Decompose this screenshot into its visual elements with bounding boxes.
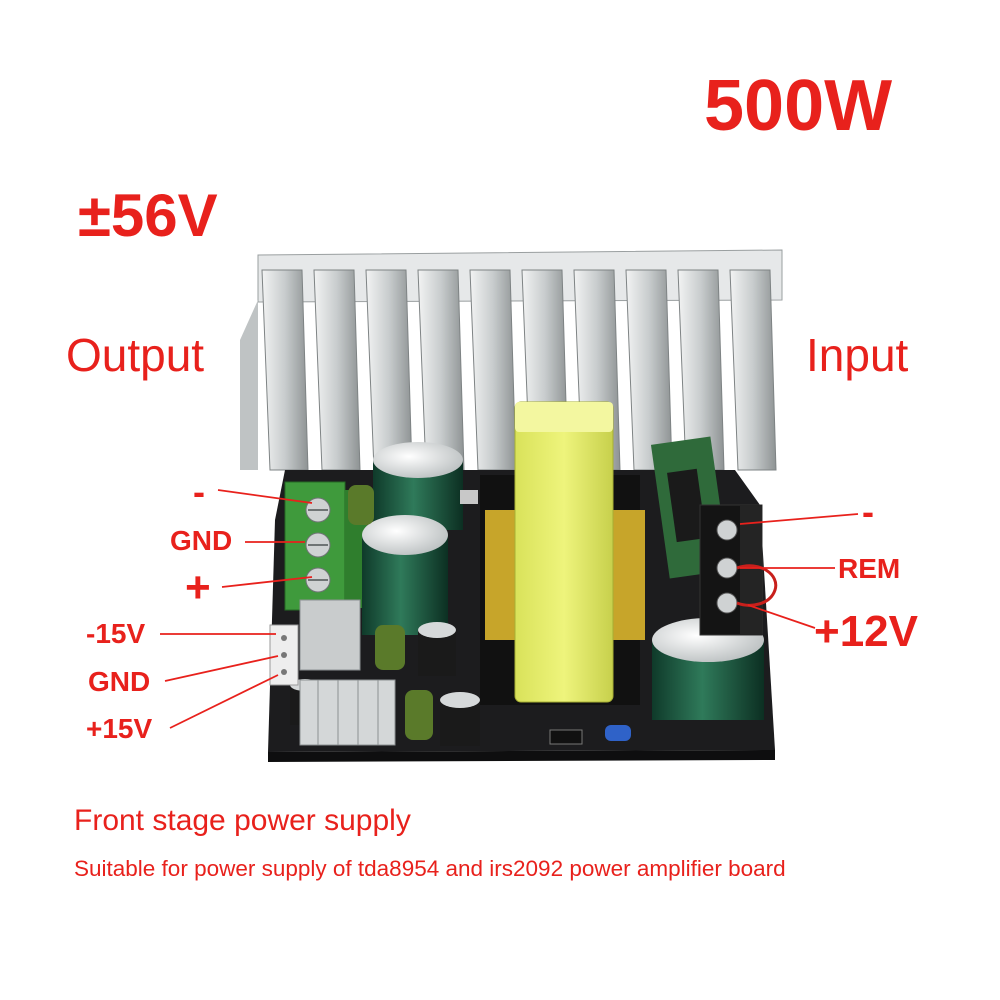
input-heading: Input [806,329,909,381]
smd-diode [549,729,583,745]
transformer [480,401,645,705]
heatsink-fin [261,269,309,471]
input-barrier-terminal [699,504,778,636]
input-positive-12v-label: +12V [814,607,918,656]
power-rating-label: 500W [704,66,893,146]
aux-regulator-heatsink [299,599,396,746]
aux-positive-15v-label: +15V [86,713,153,744]
heatsink-fin [365,269,413,471]
output-positive-label: + [185,563,211,612]
output-voltage-label: ±56V [78,182,218,249]
output-heading: Output [66,329,205,381]
heatsink-fin [417,269,465,471]
input-rem-label: REM [838,553,901,584]
input-screw-rem [716,557,738,579]
input-screw-positive [716,592,738,614]
smd-chip [460,490,478,504]
capacitor-large-right [652,618,764,720]
output-negative-label: - [193,471,205,512]
aux-ground-label: GND [88,666,151,697]
caption-subtitle: Suitable for power supply of tda8954 and… [74,856,786,881]
blue-capacitor [605,725,631,741]
aux-negative-15v-label: -15V [86,618,146,649]
heatsink [240,249,783,471]
capacitor-large-left [362,515,448,635]
film-capacitor-1 [375,625,405,670]
input-screw-negative [716,519,738,541]
film-capacitor-2 [405,690,433,740]
heatsink-fin [313,269,361,471]
heatsink-fin [729,269,777,471]
output-ground-label: GND [170,525,233,556]
capacitor-small-2 [440,692,480,746]
capacitor-small-1 [418,622,456,676]
film-capacitor-3 [348,485,374,525]
caption-title: Front stage power supply [74,804,411,837]
heatsink-fin [469,269,517,471]
annotation-lines [160,489,859,729]
input-negative-label: - [862,491,874,532]
aux-connector [269,624,299,686]
heatsink-fin [625,269,673,471]
